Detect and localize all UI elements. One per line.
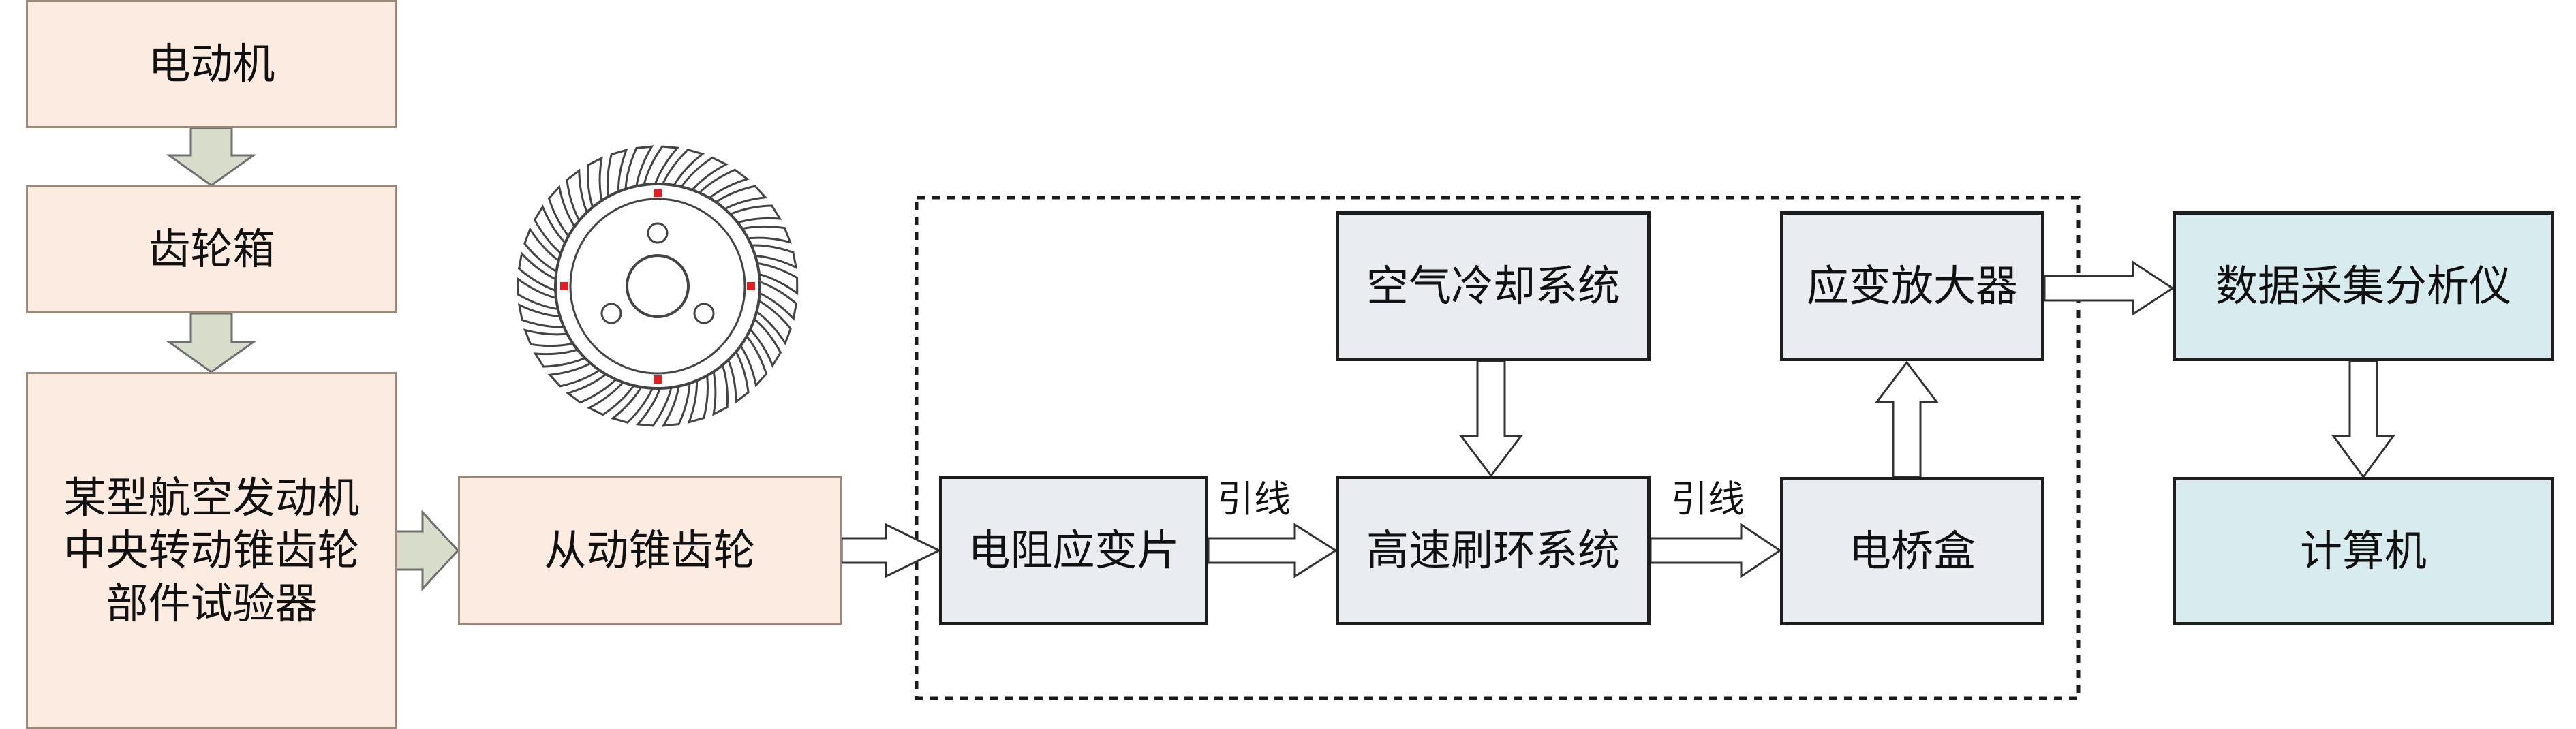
spiral-bevel-gear-icon [517,145,799,427]
arrow-amplifier-to-daq [2043,260,2175,316]
gearbox-box: 齿轮箱 [26,185,397,313]
gear-tooth [752,261,799,296]
arrow-slip-ring-to-bridge-box [1649,523,1782,578]
bridge-box-box: 电桥盒 [1780,477,2044,625]
arrow-air-cooling-to-slip-ring [1458,360,1524,478]
gear-tooth [523,328,579,347]
gear-tooth [523,227,563,275]
lead-wire-label-2: 引线 [1671,478,1745,521]
daq-label: 数据采集分析仪 [2215,261,2511,311]
gear-tooth [725,347,750,404]
gear-tooth [661,378,691,427]
gear-tooth [547,185,578,241]
gear-hub [626,254,690,318]
arrow-strain-gauge-to-slip-ring [1207,523,1338,578]
gear-tooth [711,185,768,213]
strain-gauge-marker-left [560,282,568,290]
arrow-bridge-box-to-amplifier [1874,360,1939,478]
gear-tooth [586,156,604,213]
arrow-motor-to-gearbox [166,127,257,187]
gear-tooth [641,145,680,190]
gear-tooth [694,168,750,202]
tester-box: 某型航空发动机 中央转动锥齿轮 部件试验器 [26,372,397,729]
strain-gauge-marker-bottom [654,375,662,384]
computer-box: 计算机 [2173,477,2554,625]
gear-tooth [737,331,768,388]
strain-gauge-label: 电阻应变片 [968,525,1180,576]
air-cooling-label: 空气冷却系统 [1366,261,1620,311]
gear-tooth [752,297,792,345]
gear-tooth [635,382,674,427]
gear-tooth [533,204,569,258]
lead-wire-label-1: 引线 [1217,478,1291,521]
gear-tooth [725,204,782,226]
gear-tooth [737,225,793,244]
gear-tooth [566,371,621,404]
gearbox-label: 齿轮箱 [148,224,275,275]
gear-tooth [677,156,729,194]
arrow-tester-to-driven-gear [394,510,460,591]
gear-tooth [687,370,709,424]
gear-tooth [755,279,798,321]
gear-tooth [610,382,656,424]
gear-bolt-hole-2 [600,303,622,324]
driven-gear-box: 从动锥齿轮 [458,476,842,625]
motor-box: 电动机 [26,0,397,128]
gear-bolt-hole-1 [647,222,669,244]
measurement-system-boundary [915,196,2081,700]
gear-tooth [711,360,729,416]
gear-teeth [517,145,799,427]
arrow-daq-to-computer [2331,360,2395,479]
amplifier-box: 应变放大器 [1780,211,2044,361]
amplifier-label: 应变放大器 [1806,261,2018,311]
gear-tooth [607,149,628,202]
strain-gauge-box: 电阻应变片 [939,476,1208,625]
gear-tooth [587,378,638,416]
gear-bolt-hole-3 [693,303,715,324]
gear-tooth [624,145,654,194]
arrow-driven-gear-to-strain-gauge [840,523,942,578]
gear-tooth [660,149,705,190]
gear-tooth [566,168,590,226]
gear-tooth [533,347,590,368]
tester-label: 某型航空发动机 中央转动锥齿轮 部件试验器 [63,472,360,628]
bridge-box-label: 电桥盒 [1848,526,1976,576]
gear-tooth [746,315,782,368]
gear-tooth [517,277,563,311]
motor-label: 电动机 [148,39,275,89]
gear-tooth [517,303,570,328]
gear-tooth [517,251,560,294]
driven-gear-label: 从动锥齿轮 [544,525,756,576]
strain-gauge-marker-right [747,282,755,290]
computer-label: 计算机 [2299,526,2427,576]
gear-tooth [746,244,798,270]
arrow-gearbox-to-tester [166,312,257,373]
strain-gauge-marker-top [654,189,662,197]
gear-tooth [547,360,604,388]
slip-ring-box: 高速刷环系统 [1336,476,1651,625]
daq-box: 数据采集分析仪 [2173,211,2554,361]
air-cooling-box: 空气冷却系统 [1336,211,1651,361]
slip-ring-label: 高速刷环系统 [1366,525,1620,576]
